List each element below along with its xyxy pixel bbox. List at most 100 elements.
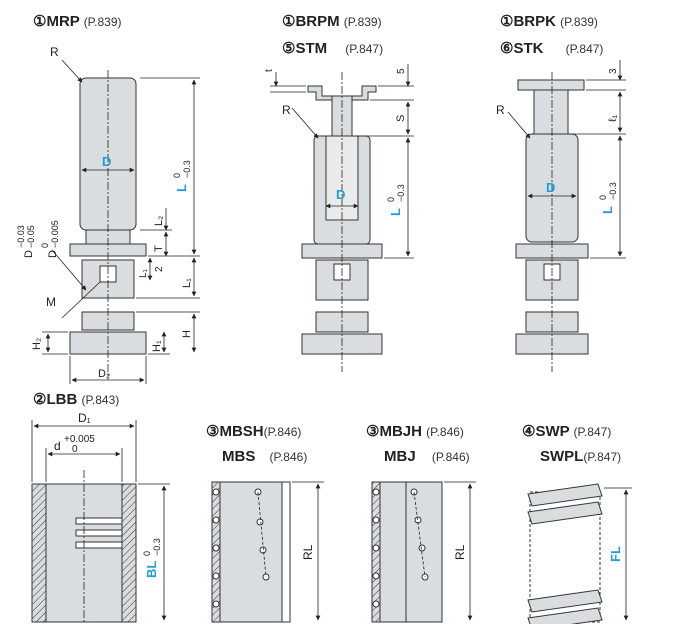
mbsh-balls <box>212 488 270 608</box>
mbjh-ball-track <box>413 491 426 578</box>
mrp-label-dshank-b: D <box>47 250 59 258</box>
mbsh-section-right <box>281 481 291 623</box>
mbsh-label-rl: RL <box>301 544 315 560</box>
title-mrp: ①MRP (P.839) <box>33 13 122 30</box>
mrp-label-h2: H₂ <box>31 338 43 350</box>
mbjh-ball-cage <box>405 481 443 623</box>
mbsh-ball-track <box>257 491 267 578</box>
lbb-label-d1: D₁ <box>78 411 91 425</box>
brpk-label-l: L <box>600 206 615 214</box>
mrp-leader-r <box>61 59 83 83</box>
brpm-label-l: L <box>388 208 403 216</box>
title-stk: ⑥STK (P.847) <box>500 40 604 57</box>
stm-label-t: t <box>264 69 275 72</box>
swp-label-fl: FL <box>608 546 623 562</box>
title-brpk: ①BRPK (P.839) <box>500 13 598 30</box>
mrp-label-t: T <box>153 245 165 252</box>
mrp-label-m: M <box>46 295 56 309</box>
mbsh-ball-7 <box>256 518 264 526</box>
brpm-tol-l-low: −0.3 <box>396 184 406 202</box>
mbjh-ball-1 <box>372 488 380 496</box>
mrp-label-l1b: L₁ <box>138 268 149 278</box>
mbsh-drawing <box>211 481 291 623</box>
lbb-section-left <box>31 483 47 623</box>
mrp-label-d2: D₂ <box>98 368 110 380</box>
mrp-label-r: R <box>50 45 59 59</box>
mrp-tol-da1: −0.03 <box>16 225 26 248</box>
mrp-label-h: H <box>181 330 193 338</box>
mrp-label-l2: L₂ <box>153 216 165 226</box>
title-stm: ⑤STM (P.847) <box>282 40 384 57</box>
title-swp: ④SWP (P.847) <box>522 423 612 440</box>
lbb-groove-1 <box>75 517 123 525</box>
brpk-tol-l-low: −0.3 <box>608 182 618 200</box>
mrp-label-d: D <box>102 154 111 169</box>
mbjh-ball-3 <box>372 544 380 552</box>
mbsh-ball-4 <box>212 572 220 580</box>
stm-label-5: 5 <box>396 68 407 74</box>
stm-label-s: S <box>395 115 407 122</box>
mrp-leader-m <box>61 281 101 319</box>
title-lbb: ②LBB (P.843) <box>33 391 120 408</box>
lbb-tol-d-up: +0.005 <box>64 434 95 445</box>
mrp-tol-l-up: 0 <box>172 173 182 178</box>
mbjh-ball-5 <box>372 600 380 608</box>
title-swpl: SWPL(P.847) <box>540 448 622 465</box>
mbjh-section-left <box>371 481 381 623</box>
brpk-label-d: D <box>546 180 555 195</box>
mbsh-section-left <box>211 481 221 623</box>
title-mbs: MBS (P.846) <box>222 448 308 465</box>
stm-stopper-head <box>307 85 377 101</box>
mrp-label-l: L <box>174 184 189 192</box>
mrp-tol-l-low: −0.3 <box>182 160 192 178</box>
mrp-label-two: 2 <box>154 266 165 272</box>
title-brpm: ①BRPM (P.839) <box>282 13 382 30</box>
title-mbsh: ③MBSH(P.846) <box>206 423 302 440</box>
lbb-tol-d-low: 0 <box>72 444 78 455</box>
stk-shank <box>533 89 569 135</box>
lbb-grooves <box>75 517 123 549</box>
brpm-leader-r <box>291 107 319 139</box>
title-mbj: MBJ (P.846) <box>384 448 470 465</box>
mrp-tol-db1: 0 <box>40 243 50 248</box>
mrp-label-l1: L₁ <box>181 278 193 288</box>
swp-coil-3 <box>527 589 603 613</box>
lbb-groove-2 <box>75 529 123 537</box>
brpk-leader-r <box>507 111 531 139</box>
mrp-tol-da2: −0.05 <box>26 225 36 248</box>
stk-label-ell: ℓ₁ <box>607 114 619 122</box>
stk-head <box>517 79 585 91</box>
brpk-tol-l-up: 0 <box>598 195 608 200</box>
mrp-label-dshank-a: D <box>23 250 35 258</box>
mbjh-label-rl: RL <box>453 544 467 560</box>
lbb-label-bl: BL <box>144 561 159 578</box>
mbjh-ball-2 <box>372 516 380 524</box>
brpm-tol-l-up: 0 <box>386 197 396 202</box>
mbsh-ball-3 <box>212 544 220 552</box>
mbsh-ball-2 <box>212 516 220 524</box>
lbb-tol-bl-up: 0 <box>142 551 152 556</box>
lbb-section-right <box>121 483 137 623</box>
mbjh-drawing <box>371 481 443 623</box>
mbsh-body <box>211 481 291 623</box>
mrp-tol-db2: −0.005 <box>50 220 60 248</box>
brpm-label-d: D <box>336 187 345 202</box>
swp-coil-2 <box>527 501 603 525</box>
mrp-leader-d-shank <box>51 249 87 291</box>
title-mbjh: ③MBJH (P.846) <box>366 423 464 440</box>
brpm-label-r: R <box>282 103 291 117</box>
swp-drawing <box>527 483 603 624</box>
swp-coil-4 <box>527 607 603 624</box>
lbb-label-d: d <box>54 439 61 453</box>
mbjh-ball-8 <box>418 544 426 552</box>
brpk-label-r: R <box>496 103 505 117</box>
mbsh-ball-1 <box>212 488 220 496</box>
mrp-label-h1: H₁ <box>151 340 163 352</box>
swp-coil-1 <box>527 483 603 507</box>
mbsh-ball-5 <box>212 600 220 608</box>
stk-label-3: 3 <box>608 68 619 74</box>
mbjh-ball-4 <box>372 572 380 580</box>
swp-coils <box>527 483 603 624</box>
